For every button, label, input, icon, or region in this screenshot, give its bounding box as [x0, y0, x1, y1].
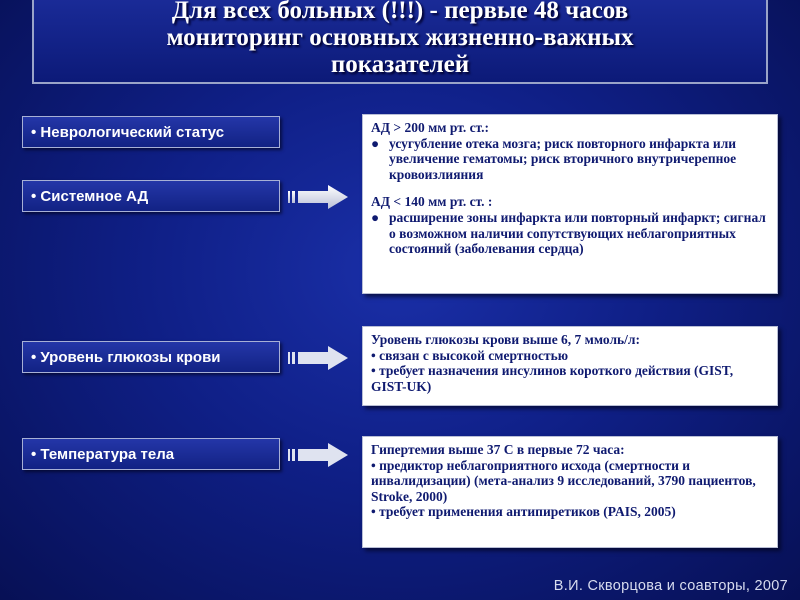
arrow-right-icon: [288, 346, 348, 370]
item-neuro-status: • Неврологический статус: [22, 116, 280, 148]
arrow-right-icon: [288, 443, 348, 467]
temperature-item-2: • требует применения антипиретиков (PAIS…: [371, 504, 676, 520]
item-systemic-bp-label: • Системное АД: [31, 187, 149, 205]
item-systemic-bp: • Системное АД: [22, 180, 280, 212]
bp-low-item: ● расширение зоны инфаркта или повторный…: [371, 210, 769, 257]
bp-info-box: АД > 200 мм рт. ст.: ● усугубление отека…: [362, 114, 778, 294]
temperature-info-box: Гипертемия выше 37 С в первые 72 часа: •…: [362, 436, 778, 548]
item-blood-glucose-label: • Уровень глюкозы крови: [31, 348, 221, 366]
bullet-icon: ●: [371, 209, 380, 225]
author-credit: В.И. Скворцова и соавторы, 2007: [553, 578, 788, 594]
glucose-info-box: Уровень глюкозы крови выше 6, 7 ммоль/л:…: [362, 326, 778, 406]
bp-low-heading: АД < 140 мм рт. ст. :: [371, 194, 493, 210]
item-neuro-status-label: • Неврологический статус: [31, 123, 225, 141]
item-body-temperature-label: • Температура тела: [31, 445, 175, 463]
bp-low-text: расширение зоны инфаркта или повторный и…: [389, 209, 766, 257]
title-box: Для всех больных (!!!) - первые 48 часов…: [32, 0, 768, 84]
arrow-right-icon: [288, 185, 348, 209]
bp-high-item: ● усугубление отека мозга; риск повторно…: [371, 136, 769, 183]
temperature-item-1: • предиктор неблагоприятного исхода (сме…: [371, 457, 756, 504]
glucose-heading: Уровень глюкозы крови выше 6, 7 ммоль/л:: [371, 332, 641, 347]
temperature-heading: Гипертемия выше 37 С в первые 72 часа:: [371, 442, 625, 457]
bp-high-text: усугубление отека мозга; риск повторного…: [389, 135, 737, 182]
bullet-icon: ●: [371, 135, 380, 151]
glucose-item-1: • связан с высокой смертностью: [371, 347, 569, 363]
slide-title: Для всех больных (!!!) - первые 48 часов…: [166, 0, 634, 78]
glucose-item-2: • требует назначения инсулинов короткого…: [371, 363, 734, 394]
bp-high-heading: АД > 200 мм рт. ст.:: [371, 120, 490, 135]
item-blood-glucose: • Уровень глюкозы крови: [22, 341, 280, 373]
item-body-temperature: • Температура тела: [22, 438, 280, 470]
